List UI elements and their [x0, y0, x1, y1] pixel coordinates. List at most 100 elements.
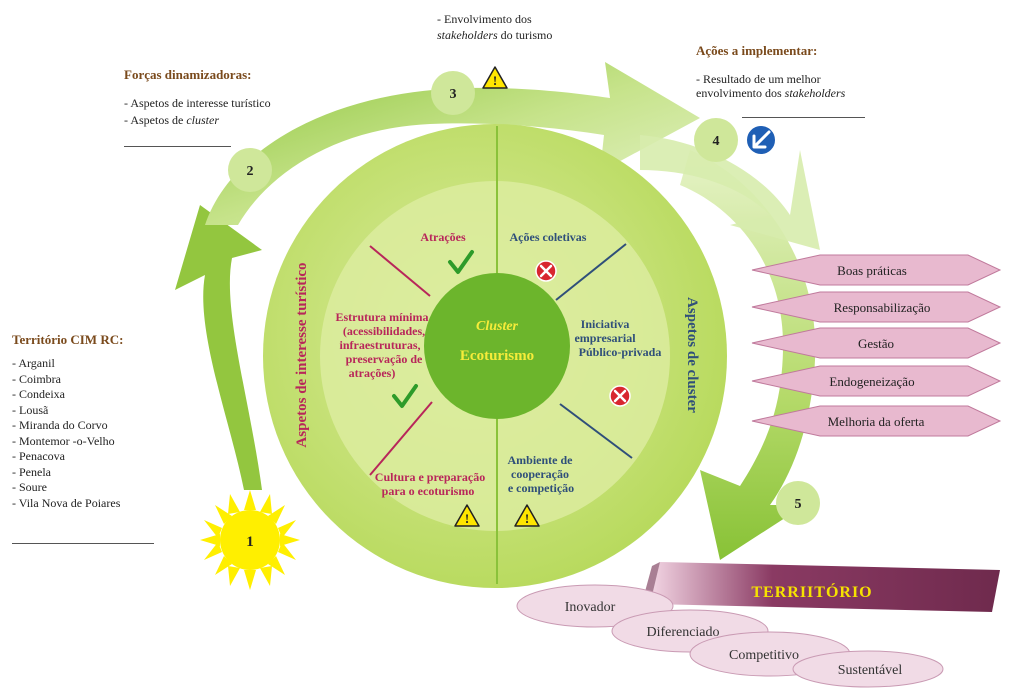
step-2: 2: [228, 148, 272, 192]
municipality-list: - Arganil - Coimbra - Condeixa - Lousã -…: [12, 356, 120, 511]
oval-label: Inovador: [565, 600, 616, 615]
ambiente-line: cooperação: [511, 467, 569, 481]
forces-title: Forças dinamizadoras:: [124, 67, 252, 82]
municipality-item: - Coimbra: [12, 371, 61, 386]
left-arc-label: Aspetos de interesse turístico: [294, 262, 310, 447]
sector-cultura: Cultura e preparação para o ecoturismo: [375, 470, 485, 498]
territorio-title: TERRIITÓRIO: [751, 582, 872, 601]
cycle-arrow-left: [175, 205, 262, 490]
warning-icon: !: [482, 66, 508, 89]
municipality-item: - Lousã: [12, 402, 49, 417]
actions-line2-italic: stakeholders: [784, 86, 846, 100]
diamond-label: Responsabilização: [834, 300, 931, 315]
oval-label: Sustentável: [838, 663, 903, 678]
diamond-list: Boas práticas Responsabilização Gestão E…: [751, 254, 1002, 437]
municipality-item: - Penacova: [12, 449, 65, 463]
check-icon: [392, 384, 418, 408]
sector-acoes-coletivas: Ações coletivas: [510, 230, 587, 244]
diamond-gestao: Gestão: [751, 327, 1002, 359]
cluster-core: [424, 273, 570, 419]
ambiente-line: Ambiente de: [508, 453, 574, 467]
sector-estrutura: Estrutura mínima (acessibilidades, infra…: [336, 310, 429, 380]
check-icon: [448, 250, 474, 274]
territorio-cim-title: Território CIM RC:: [12, 332, 124, 347]
diamond-label: Gestão: [858, 336, 894, 351]
stakeholders-rest: do turismo: [497, 28, 553, 42]
estrutura-line: infraestruturas,: [340, 338, 421, 352]
step-3: 3: [431, 71, 475, 115]
divider: [742, 117, 865, 118]
estrutura-line: Estrutura mínima: [336, 310, 429, 324]
core-label-cluster: Cluster: [476, 319, 519, 334]
forces-item-italic: cluster: [186, 113, 219, 127]
actions-line1: - Resultado de um melhor: [696, 72, 821, 86]
sector-line-tl: [369, 245, 431, 297]
step-number: 5: [795, 497, 802, 512]
sector-line-bl: [369, 401, 433, 476]
municipality-item: - Miranda do Corvo: [12, 418, 108, 432]
cycle-arrow-inner: [640, 135, 820, 250]
territorio-banner: TERRIITÓRIO: [640, 562, 1000, 612]
step-number: 3: [450, 87, 457, 102]
municipality-item: - Soure: [12, 480, 47, 494]
error-icon: [609, 385, 631, 407]
cycle-arrow-top: [205, 62, 700, 225]
diamond-label: Endogeneização: [829, 374, 914, 389]
municipality-item: - Vila Nova de Poiares: [12, 495, 121, 510]
estrutura-line: atrações): [349, 366, 396, 380]
step-number: 4: [713, 134, 720, 149]
stakeholders-line1: - Envolvimento dos: [437, 12, 532, 26]
stakeholders-line2: stakeholders do turismo: [437, 28, 552, 42]
estrutura-line: preservação de: [346, 352, 423, 366]
core-label-ecoturismo: Ecoturismo: [460, 348, 534, 364]
sector-atracoes: Atrações: [420, 230, 466, 244]
municipality-item: - Penela: [12, 464, 51, 479]
diamond-responsabilizacao: Responsabilização: [751, 291, 1002, 323]
svg-text:!: !: [493, 73, 497, 88]
warning-icon: !: [454, 504, 480, 527]
oval-sustentavel: Sustentável: [792, 650, 944, 688]
sun-icon: 1: [200, 490, 300, 590]
sector-line-br: [559, 403, 633, 459]
warning-icon: !: [514, 504, 540, 527]
sector-line-tr: [555, 243, 627, 301]
right-arc-label: Aspetos de cluster: [684, 297, 700, 413]
cultura-line: Cultura e preparação: [375, 470, 485, 484]
estrutura-line: (acessibilidades,: [343, 324, 425, 338]
iniciativa-line: Iniciativa: [581, 317, 630, 331]
cycle-arrow-right: [680, 150, 816, 560]
step-number: 1: [246, 534, 254, 550]
error-icon: [535, 260, 557, 282]
municipality-item: - Condeixa: [12, 387, 65, 401]
cultura-line: para o ecoturismo: [382, 484, 475, 498]
forces-item-text: - Aspetos de: [124, 113, 187, 127]
step-5: 5: [776, 481, 820, 525]
iniciativa-line: empresarial: [574, 331, 636, 345]
arrow-sign-icon: [745, 124, 777, 156]
forces-item: - Aspetos de cluster: [124, 113, 219, 127]
sector-iniciativa: Iniciativa empresarial Público-privada: [574, 317, 661, 359]
actions-line2: envolvimento dos stakeholders: [696, 86, 845, 100]
oval-label: Diferenciado: [646, 625, 719, 640]
step-4: 4: [694, 118, 738, 162]
oval-label: Competitivo: [729, 648, 799, 663]
svg-text:!: !: [465, 511, 469, 526]
municipality-item: - Montemor -o-Velho: [12, 433, 115, 448]
iniciativa-line: Público-privada: [579, 345, 662, 359]
diamond-label: Melhoria da oferta: [828, 414, 925, 429]
actions-title: Ações a implementar:: [696, 43, 818, 58]
diamond-endogeneizacao: Endogeneização: [751, 365, 1002, 397]
diamond-melhoria: Melhoria da oferta: [751, 405, 1002, 437]
sector-ambiente: Ambiente de cooperação e competição: [508, 453, 575, 495]
forces-item: - Aspetos de interesse turístico: [124, 96, 271, 110]
municipality-item: - Arganil: [12, 356, 55, 370]
territorio-ovals: Inovador Diferenciado Competitivo Susten…: [516, 584, 944, 688]
svg-text:!: !: [525, 511, 529, 526]
actions-line2-text: envolvimento dos: [696, 86, 785, 100]
divider: [12, 543, 154, 544]
divider: [124, 146, 231, 147]
diamond-boas-praticas: Boas práticas: [751, 254, 1002, 286]
step-number: 2: [247, 164, 254, 179]
diamond-label: Boas práticas: [837, 263, 907, 278]
